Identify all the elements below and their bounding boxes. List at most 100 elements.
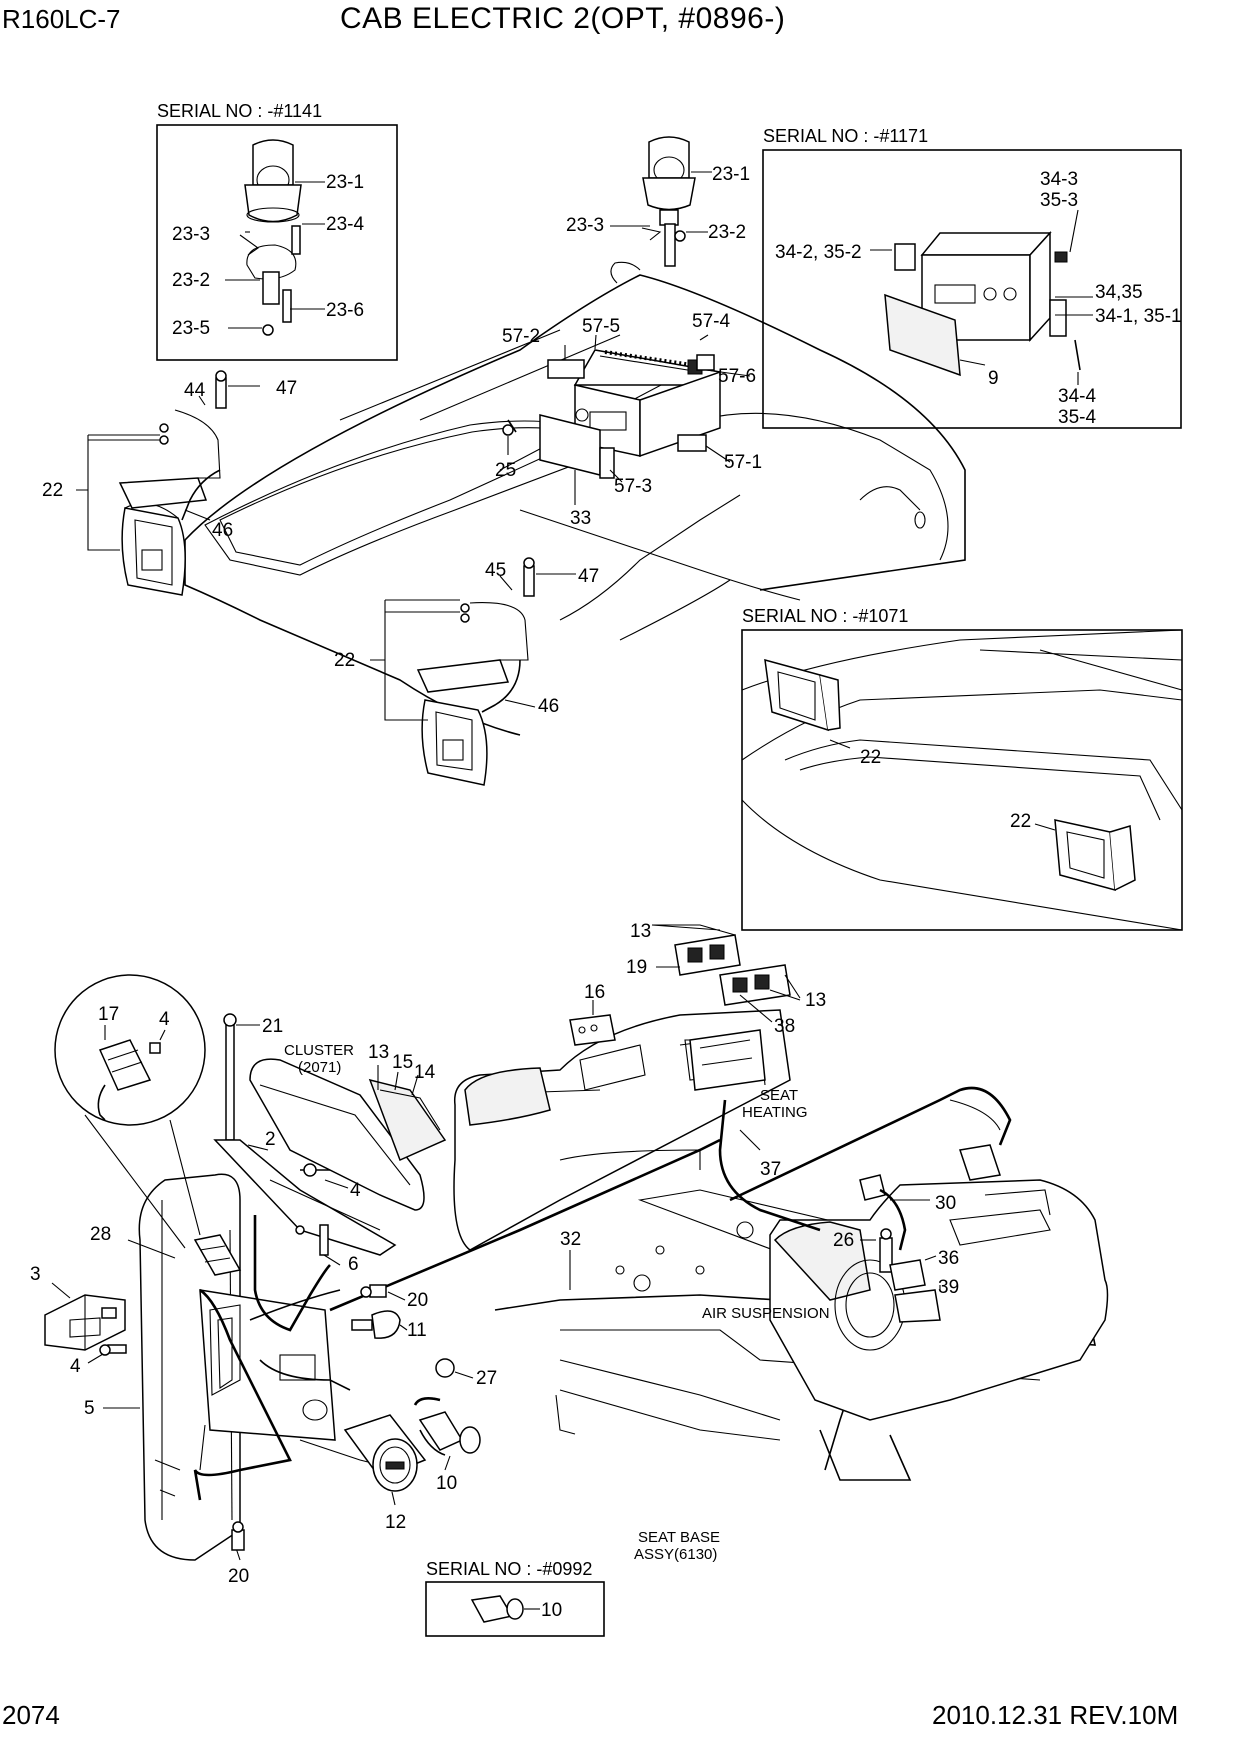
part-label: 34-1, 35-1 (1095, 306, 1182, 327)
part-label: 19 (626, 957, 647, 978)
work-lamp-inset-bottom (1054, 819, 1136, 892)
part-label: 4 (350, 1180, 361, 1201)
part-label: 23-2 (172, 270, 210, 291)
part-label: 12 (385, 1512, 406, 1533)
part-label: 4 (159, 1009, 170, 1030)
part-label: 26 (833, 1230, 854, 1251)
annotation-cluster: CLUSTER (284, 1042, 354, 1059)
inset-serial-1171: SERIAL NO : -#1171 34-3 35-3 34-2, 35-2 (762, 126, 1182, 429)
inset-frame-0992 (425, 1581, 605, 1637)
part-label: 13 (368, 1042, 389, 1063)
part-label: 23-1 (712, 164, 750, 185)
part-label: 23-6 (326, 300, 364, 321)
part-label: 23-3 (172, 224, 210, 245)
bracket-3 (44, 1294, 127, 1356)
misc-connectors (351, 1284, 455, 1378)
part-label: 21 (262, 1016, 283, 1037)
part-label: 39 (938, 1277, 959, 1298)
part-label: 44 (184, 380, 206, 401)
part-label: 20 (228, 1566, 249, 1587)
left-work-lamp (118, 370, 227, 596)
part-label: 57-6 (718, 366, 756, 387)
part-label: 13 (630, 921, 651, 942)
part-label: 14 (414, 1062, 436, 1083)
part-label: 23-5 (172, 318, 210, 339)
part-label: 34-3 (1040, 169, 1078, 190)
part-label: 57-1 (724, 452, 762, 473)
cigar-lighter-10 (413, 1397, 481, 1456)
part-label: 33 (570, 508, 591, 529)
part-label: 46 (538, 696, 559, 717)
inset-frame-1171 (762, 149, 1182, 429)
model-number: R160LC-7 (2, 4, 121, 34)
part-label: 57-2 (502, 326, 540, 347)
part-label: 47 (578, 566, 599, 587)
serial-note-0992: SERIAL NO : -#0992 (426, 1559, 592, 1579)
inset-frame-1071 (741, 629, 1183, 931)
part-label: 10 (436, 1473, 457, 1494)
radio-unit (502, 349, 722, 479)
part-label: 57-5 (582, 316, 620, 337)
part-label: 25 (495, 460, 516, 481)
part-label: 17 (98, 1004, 119, 1025)
part-label: 22 (860, 747, 881, 768)
part-label: 23-4 (326, 214, 364, 235)
inset-serial-1141: SERIAL NO : -#1141 23-1 23-3 23-4 23-2 2… (156, 101, 398, 361)
roof-beacon (610, 136, 712, 267)
part-label: 34-2, 35-2 (775, 242, 862, 263)
radio-unit-inset (884, 231, 1081, 377)
part-label: 45 (485, 560, 506, 581)
part-label: 6 (348, 1254, 359, 1275)
part-label: 22 (42, 480, 63, 501)
annotation-heating: HEATING (742, 1104, 808, 1121)
part-label: 13 (805, 990, 826, 1011)
part-label: 30 (935, 1193, 956, 1214)
page-title: CAB ELECTRIC 2(OPT, #0896-) (340, 2, 786, 35)
center-work-lamp (416, 557, 535, 786)
part-label: 47 (276, 378, 297, 399)
part-label: 23-2 (708, 222, 746, 243)
part-label: 46 (212, 520, 233, 541)
annotation-seat-base: SEAT BASE (638, 1529, 720, 1546)
part-label: 36 (938, 1248, 959, 1269)
part-label: 5 (84, 1398, 95, 1419)
part-label: 32 (560, 1229, 581, 1250)
part-label: 16 (584, 982, 605, 1003)
page-number: 2074 (2, 1700, 60, 1730)
annotation-air-suspension: AIR SUSPENSION (702, 1305, 830, 1322)
part-label: 11 (407, 1320, 427, 1341)
part-label: 10 (541, 1600, 562, 1621)
annotation-cluster-ref: (2071) (298, 1059, 341, 1076)
serial-note-1171: SERIAL NO : -#1171 (763, 126, 928, 146)
part-label: 35-4 (1058, 407, 1096, 428)
serial-note-1071: SERIAL NO : -#1071 (742, 606, 908, 626)
part-label: 38 (774, 1016, 795, 1037)
part-label: 27 (476, 1368, 497, 1389)
part-label: 4 (70, 1356, 81, 1377)
part-label: 57-4 (692, 311, 730, 332)
part-label: 57-3 (614, 476, 652, 497)
inset-serial-0992: SERIAL NO : -#0992 10 (425, 1559, 605, 1637)
part-label: 3 (30, 1264, 41, 1285)
beacon-lamp-small (239, 139, 302, 336)
work-lamp-inset-top (764, 658, 841, 732)
part-label: 23-3 (566, 215, 604, 236)
inset-serial-1071: SERIAL NO : -#1071 22 22 (741, 606, 1183, 931)
part-label: 34-4 (1058, 386, 1096, 407)
inset-frame-1141 (156, 124, 398, 361)
serial-note-1141: SERIAL NO : -#1141 (157, 101, 322, 121)
part-label: 28 (90, 1224, 111, 1245)
part-label: 34,35 (1095, 282, 1143, 303)
part-label: 22 (334, 650, 355, 671)
annotation-seat-base-assy: ASSY(6130) (634, 1546, 717, 1563)
bracket-2 (213, 1013, 397, 1256)
part-label: 2 (265, 1129, 276, 1150)
part-label: 15 (392, 1052, 413, 1073)
rocker-switches (569, 934, 791, 1091)
part-label: 22 (1010, 811, 1031, 832)
part-label: 9 (988, 368, 999, 389)
wiring-harness-panel (193, 1138, 721, 1501)
part-label: 23-1 (326, 172, 364, 193)
hour-meter-12 (343, 1414, 427, 1492)
